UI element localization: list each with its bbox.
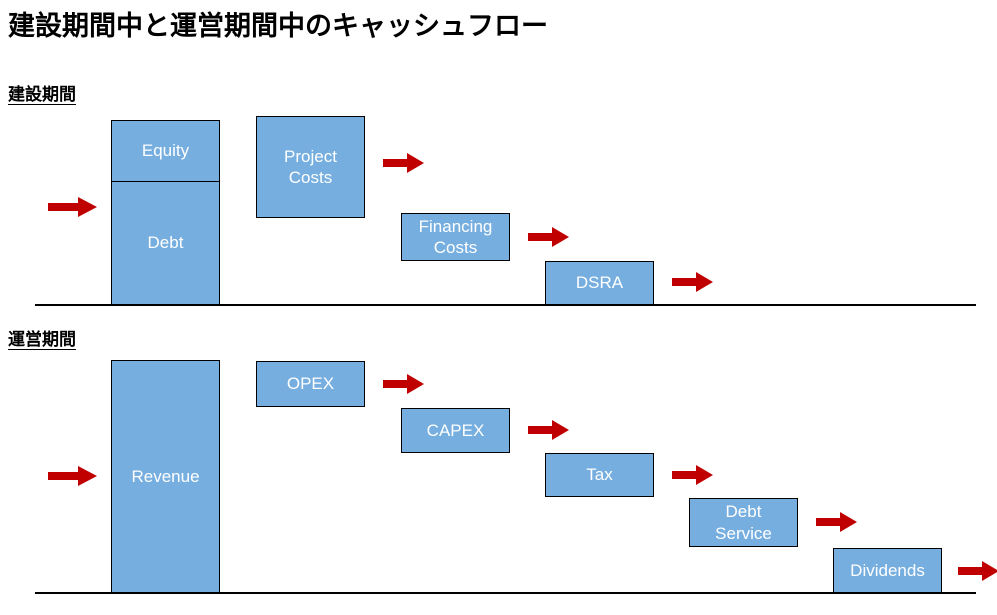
page-title: 建設期間中と運営期間中のキャッシュフロー (8, 11, 548, 41)
dsra-outflow-arrow (672, 271, 714, 293)
debt-service-outflow-arrow (816, 511, 858, 533)
block-opex[interactable]: OPEX (256, 361, 365, 407)
block-equity[interactable]: Equity (111, 120, 220, 182)
section-label-construction: 建設期間 (8, 85, 76, 104)
capex-outflow-arrow (528, 419, 570, 441)
opex-outflow-arrow (383, 373, 425, 395)
construction-baseline (35, 304, 976, 306)
block-financing-costs[interactable]: Financing Costs (401, 213, 510, 261)
block-project-costs[interactable]: Project Costs (256, 116, 365, 218)
inflow-arrow (48, 196, 98, 218)
project-costs-outflow-arrow (383, 152, 425, 174)
block-tax[interactable]: Tax (545, 453, 654, 497)
block-capex[interactable]: CAPEX (401, 408, 510, 453)
dividends-outflow-arrow (958, 560, 997, 582)
tax-outflow-arrow (672, 464, 714, 486)
section-label-operation: 運営期間 (8, 330, 76, 349)
revenue-inflow-arrow (48, 465, 98, 487)
block-dsra[interactable]: DSRA (545, 261, 654, 305)
block-dividends[interactable]: Dividends (833, 548, 942, 593)
block-debt[interactable]: Debt (111, 182, 220, 305)
block-revenue[interactable]: Revenue (111, 360, 220, 593)
financing-costs-outflow-arrow (528, 226, 570, 248)
operation-baseline (35, 592, 976, 594)
block-debt-service[interactable]: Debt Service (689, 498, 798, 547)
